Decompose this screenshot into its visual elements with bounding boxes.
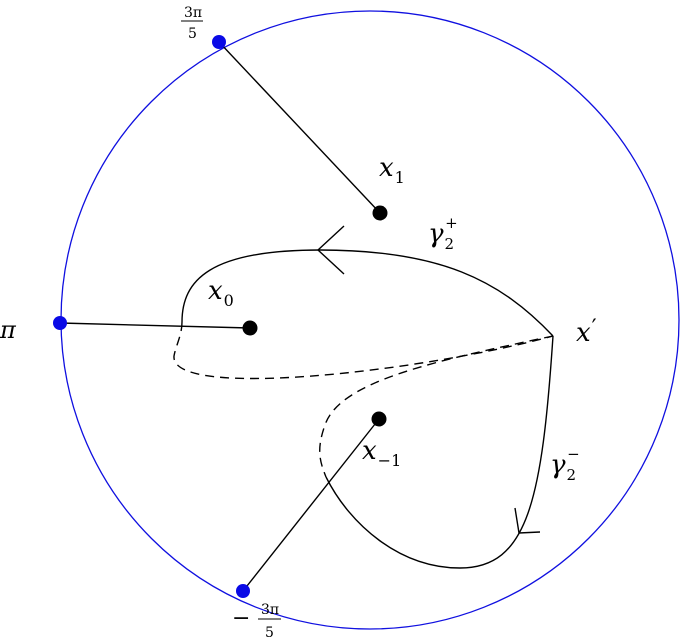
- label-x1: x1: [379, 153, 405, 187]
- label-top-denominator: 5: [188, 26, 197, 42]
- branch-cut-xm1: [242, 418, 380, 592]
- label-bottom-denominator: 5: [265, 625, 274, 641]
- label-x-prime: x′: [576, 316, 597, 348]
- branch-cut-x1: [218, 41, 381, 214]
- boundary-point-top: [212, 35, 226, 49]
- gamma-minus-dashed-path: [319, 335, 554, 478]
- gamma-plus-arrow-icon: [316, 225, 345, 275]
- label-gamma-plus: γ2+: [428, 214, 458, 253]
- label-top-numerator: 3π: [184, 5, 202, 21]
- label-xm1: x−1: [362, 436, 401, 470]
- gamma-plus-dashed-path: [173, 321, 554, 380]
- point-xm1: [371, 411, 387, 427]
- branch-cut-x0: [59, 322, 251, 329]
- point-x1: [372, 205, 388, 221]
- label-bottom-sign: −: [232, 606, 250, 631]
- gamma-minus-arrow-icon: [514, 507, 541, 534]
- label-left-pi: π: [0, 316, 17, 344]
- boundary-point-left: [53, 316, 67, 330]
- gamma-plus-path: [181, 249, 554, 337]
- boundary-point-bottom: [236, 584, 250, 598]
- label-bottom-numerator: 3π: [261, 602, 279, 618]
- gamma-minus-path: [325, 335, 554, 569]
- label-gamma-minus: γ2−: [550, 445, 580, 484]
- point-x0: [242, 320, 258, 336]
- label-x0: x0: [208, 276, 234, 310]
